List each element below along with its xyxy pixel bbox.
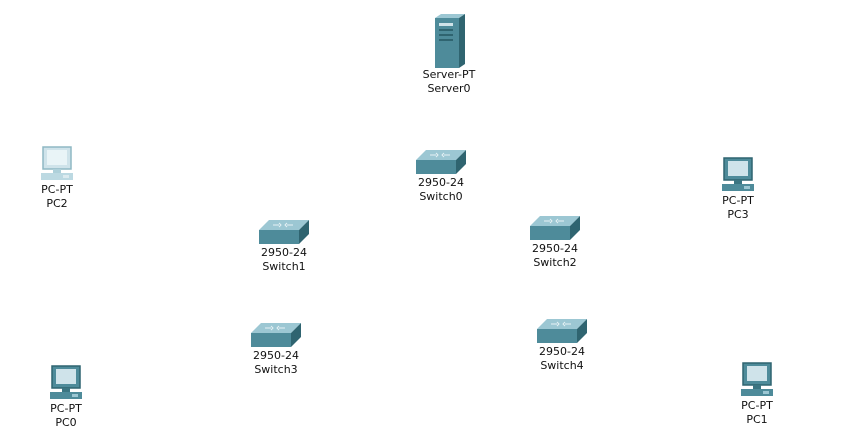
device-switch1[interactable]: 2950-24 Switch1: [249, 220, 319, 274]
device-pc3[interactable]: PC-PT PC3: [703, 156, 773, 222]
device-model-label: PC-PT: [722, 194, 754, 207]
switch-icon: [406, 150, 476, 176]
device-model-label: 2950-24: [418, 176, 464, 189]
pc-icon: [22, 145, 92, 183]
pc-icon: [722, 361, 792, 399]
device-name-label: PC3: [727, 208, 749, 221]
device-name-label: Switch1: [262, 260, 306, 273]
device-name-label: PC0: [55, 416, 77, 429]
device-pc1[interactable]: PC-PT PC1: [722, 361, 792, 427]
device-switch4[interactable]: 2950-24 Switch4: [527, 319, 597, 373]
device-model-label: Server-PT: [422, 68, 476, 81]
device-switch2[interactable]: 2950-24 Switch2: [520, 216, 590, 270]
switch-icon: [527, 319, 597, 345]
switch-icon: [520, 216, 590, 242]
device-name-label: Switch3: [254, 363, 298, 376]
switch-icon: [241, 323, 311, 349]
pc-icon: [703, 156, 773, 194]
device-pc2[interactable]: PC-PT PC2: [22, 145, 92, 211]
device-name-label: Switch2: [533, 256, 577, 269]
server-icon: [414, 14, 484, 68]
device-pc0[interactable]: PC-PT PC0: [31, 364, 101, 430]
device-model-label: 2950-24: [539, 345, 585, 358]
device-model-label: 2950-24: [261, 246, 307, 259]
device-name-label: PC2: [46, 197, 68, 210]
device-model-label: PC-PT: [50, 402, 82, 415]
device-name-label: Switch0: [419, 190, 463, 203]
device-model-label: PC-PT: [41, 183, 73, 196]
pc-icon: [31, 364, 101, 402]
device-model-label: 2950-24: [532, 242, 578, 255]
switch-icon: [249, 220, 319, 246]
device-switch0[interactable]: 2950-24 Switch0: [406, 150, 476, 204]
device-model-label: PC-PT: [741, 399, 773, 412]
device-name-label: PC1: [746, 413, 768, 426]
device-server0[interactable]: Server-PT Server0: [414, 14, 484, 96]
device-model-label: 2950-24: [253, 349, 299, 362]
device-switch3[interactable]: 2950-24 Switch3: [241, 323, 311, 377]
device-name-label: Server0: [427, 82, 471, 95]
device-name-label: Switch4: [540, 359, 584, 372]
